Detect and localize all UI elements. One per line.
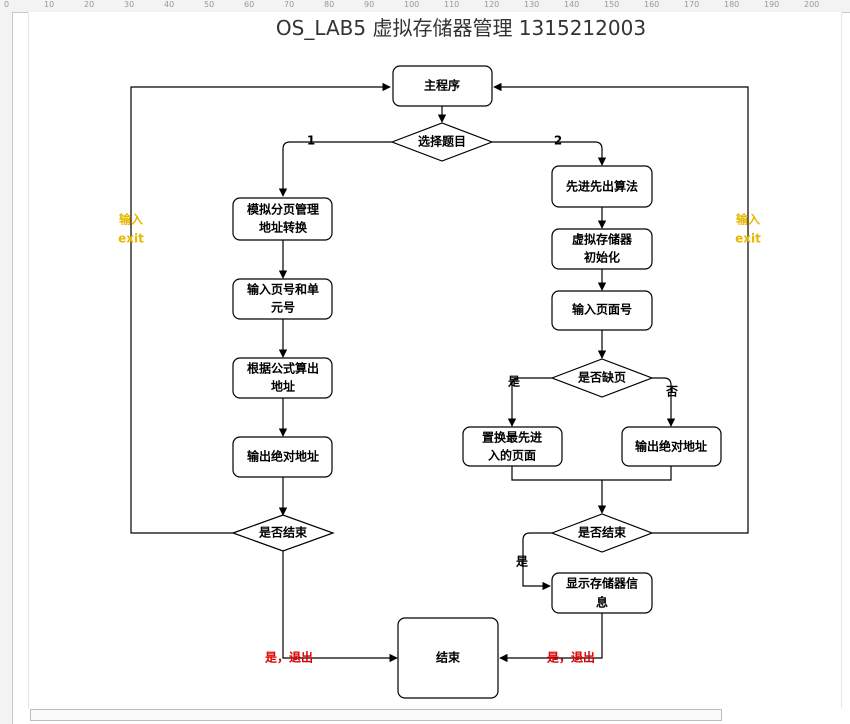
ruler-tick: 120 xyxy=(484,0,500,9)
right-output-box[interactable] xyxy=(621,426,722,467)
choose-topic-diamond[interactable] xyxy=(390,122,494,162)
compute-address-label-1: 根据公式算出 xyxy=(247,361,319,376)
ruler-tick: 0 xyxy=(4,0,10,9)
show-memory-label-2: 息 xyxy=(596,595,608,610)
ruler-tick: 110 xyxy=(444,0,460,9)
ruler-tick: 70 xyxy=(284,0,295,9)
right-end-diamond[interactable] xyxy=(550,513,654,553)
ruler-tick: 170 xyxy=(684,0,700,9)
ruler-tick: 80 xyxy=(324,0,335,9)
replace-page-label-2: 入的页面 xyxy=(488,448,536,463)
left-output-label: 输出绝对地址 xyxy=(247,449,319,464)
right-output-label: 输出绝对地址 xyxy=(635,439,707,454)
end-label: 结束 xyxy=(436,650,461,665)
main-program-label: 主程序 xyxy=(424,78,460,93)
fault-yes-label: 是 xyxy=(507,375,521,389)
ruler-tick: 100 xyxy=(404,0,420,9)
connectors xyxy=(130,82,749,663)
horizontal-scrollbar[interactable] xyxy=(30,709,722,721)
left-end-label: 是否结束 xyxy=(258,525,308,540)
left-exit-label: exit xyxy=(118,232,144,246)
ruler-tick: 140 xyxy=(564,0,580,9)
left-end-diamond[interactable] xyxy=(231,514,335,552)
ruler-tick: 20 xyxy=(84,0,95,9)
fault-no-label: 否 xyxy=(665,385,678,399)
right-exit-label: exit xyxy=(735,232,761,246)
left-output-box[interactable] xyxy=(232,436,333,478)
compute-address-label-2: 地址 xyxy=(271,379,295,394)
vertical-ruler xyxy=(0,12,13,724)
ruler-tick: 130 xyxy=(524,0,540,9)
ruler-tick: 160 xyxy=(644,0,660,9)
paging-label-2: 地址转换 xyxy=(259,220,308,235)
paging-box[interactable] xyxy=(232,197,333,241)
diagram-title: OS_LAB5 虚拟存储器管理 1315212003 xyxy=(275,16,647,40)
page-fault-label: 是否缺页 xyxy=(577,370,626,385)
left-input-label: 输入 xyxy=(119,212,143,227)
ruler-tick: 50 xyxy=(204,0,215,9)
input-page-number-box[interactable] xyxy=(551,290,653,331)
compute-address-box[interactable] xyxy=(232,357,333,399)
ruler-tick: 200 xyxy=(804,0,820,9)
input-page-label-1: 输入页号和单 xyxy=(247,282,319,297)
ruler-tick: 190 xyxy=(764,0,780,9)
option-2-label: 2 xyxy=(554,134,562,148)
ruler-tick: 40 xyxy=(164,0,175,9)
page-fault-diamond[interactable] xyxy=(550,358,654,398)
right-quit-label: 是，退出 xyxy=(546,650,595,665)
show-memory-box[interactable] xyxy=(551,572,653,614)
replace-page-label-1: 置换最先进 xyxy=(482,430,542,445)
fifo-label: 先进先出算法 xyxy=(566,179,638,194)
end-yes-label: 是 xyxy=(515,555,529,569)
fifo-box[interactable] xyxy=(551,165,653,208)
right-input-label: 输入 xyxy=(736,212,760,227)
input-page-label-2: 元号 xyxy=(271,300,295,315)
ruler-tick: 60 xyxy=(244,0,255,9)
paging-label-1: 模拟分页管理 xyxy=(247,202,319,217)
ruler-tick: 180 xyxy=(724,0,740,9)
vm-init-box[interactable] xyxy=(551,228,653,270)
show-memory-label-1: 显示存储器信 xyxy=(566,576,638,591)
main-program-box[interactable] xyxy=(392,65,493,107)
ruler-tick: 150 xyxy=(604,0,620,9)
left-quit-label: 是，退出 xyxy=(264,650,313,665)
replace-page-box[interactable] xyxy=(462,426,563,467)
choose-topic-label: 选择题目 xyxy=(418,134,466,149)
input-page-number-label: 输入页面号 xyxy=(572,302,632,317)
ruler-tick: 90 xyxy=(364,0,375,9)
right-end-label: 是否结束 xyxy=(577,525,627,540)
ruler-tick: 30 xyxy=(124,0,135,9)
input-page-box[interactable] xyxy=(232,278,333,320)
vm-init-label-2: 初始化 xyxy=(584,250,620,265)
vm-init-label-1: 虚拟存储器 xyxy=(572,232,633,247)
end-box[interactable] xyxy=(397,617,499,699)
option-1-label: 1 xyxy=(307,134,315,148)
ruler-tick: 10 xyxy=(44,0,55,9)
